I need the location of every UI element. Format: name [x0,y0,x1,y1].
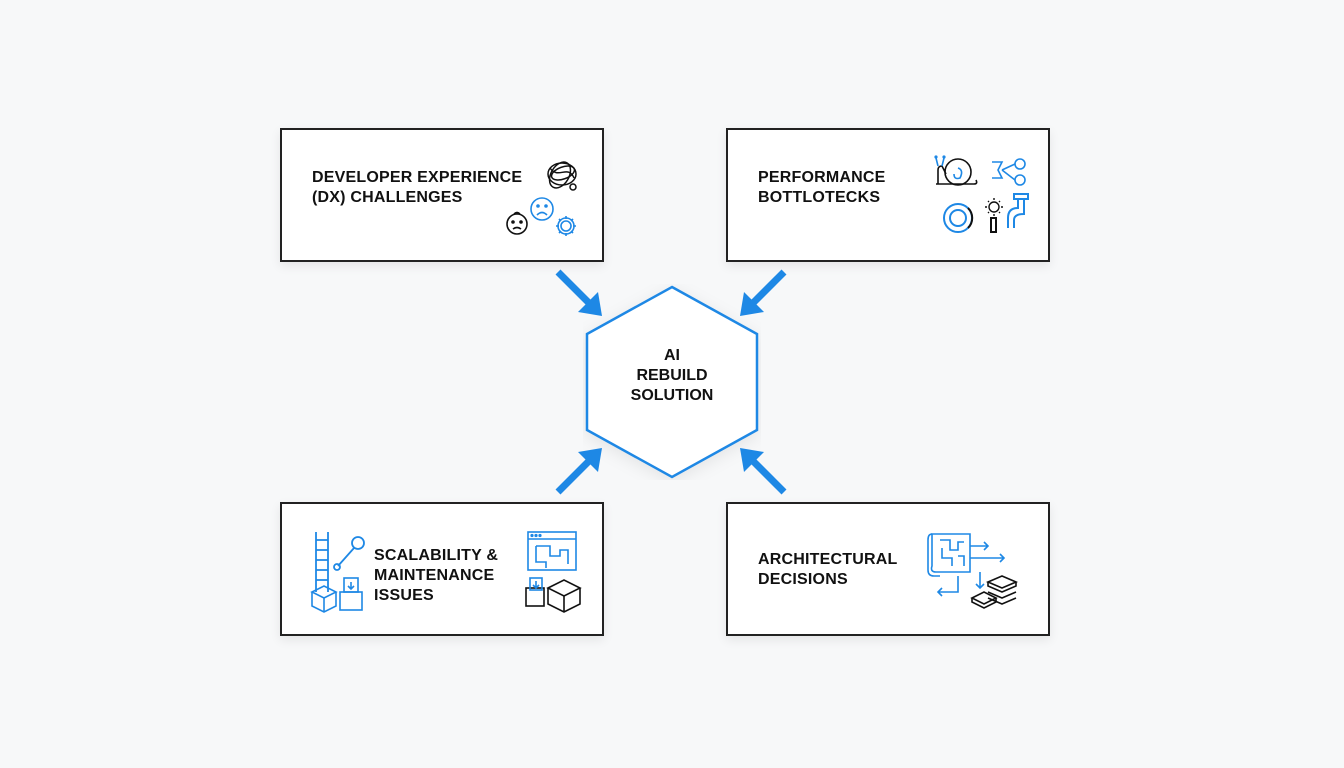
label-line: DEVELOPER EXPERIENCE [312,169,523,186]
sad-face-icon [530,197,554,221]
center-label-line: AI [664,347,680,364]
node-architecture-label: ARCHITECTURAL DECISIONS [758,550,897,590]
box-stack-icon [339,577,363,611]
center-label-line: SOLUTION [630,387,714,404]
label-line: ARCHITECTURAL [758,551,898,568]
node-dx-label: DEVELOPER EXPERIENCE (DX) CHALLENGES [312,168,522,208]
window-layout-icon [527,531,577,571]
arrow-performance-to-center [740,269,787,316]
snail-icon [934,155,978,186]
worried-face-icon [506,211,528,235]
box-icon [310,585,338,613]
node-scalability-label: SCALABILITY & MAINTENANCE ISSUES [374,546,498,606]
tangled-yarn-icon [547,161,577,191]
center-label-line: REBUILD [636,367,708,384]
pipe-icon [990,193,1029,233]
center-hexagon [583,284,761,480]
label-line: DECISIONS [758,571,848,588]
branching-flow-icon [992,158,1026,186]
label-line: PERFORMANCE [758,169,886,186]
label-line: MAINTENANCE [374,567,495,584]
arrow-scalability-to-center [555,448,602,495]
layers-stack-icon [970,575,1019,609]
node-performance-label: PERFORMANCE BOTTLOTECKS [758,168,886,208]
ladder-icon [315,532,329,592]
node-scalability-maintenance: SCALABILITY & MAINTENANCE ISSUES [280,502,604,636]
arrow-architecture-to-center [740,448,787,495]
node-dx-challenges: DEVELOPER EXPERIENCE (DX) CHALLENGES [280,128,604,262]
gear-icon [556,216,576,236]
label-line: SCALABILITY & [374,547,499,564]
label-line: BOTTLOTECKS [758,189,881,206]
loading-ring-icon [943,203,974,233]
node-architectural-decisions: ARCHITECTURAL DECISIONS [726,502,1050,636]
arrow-dx-to-center [555,269,602,316]
sun-icon [985,198,1003,216]
center-label: AI REBUILD SOLUTION [583,346,761,406]
open-boxes-icon [525,577,582,613]
blueprint-icon [927,533,971,577]
node-performance-bottlenecks: PERFORMANCE BOTTLOTECKS [726,128,1050,262]
label-line: ISSUES [374,587,434,604]
wrench-icon [333,536,365,571]
label-line: (DX) CHALLENGES [312,189,463,206]
flow-arrows-icon [936,541,1006,597]
